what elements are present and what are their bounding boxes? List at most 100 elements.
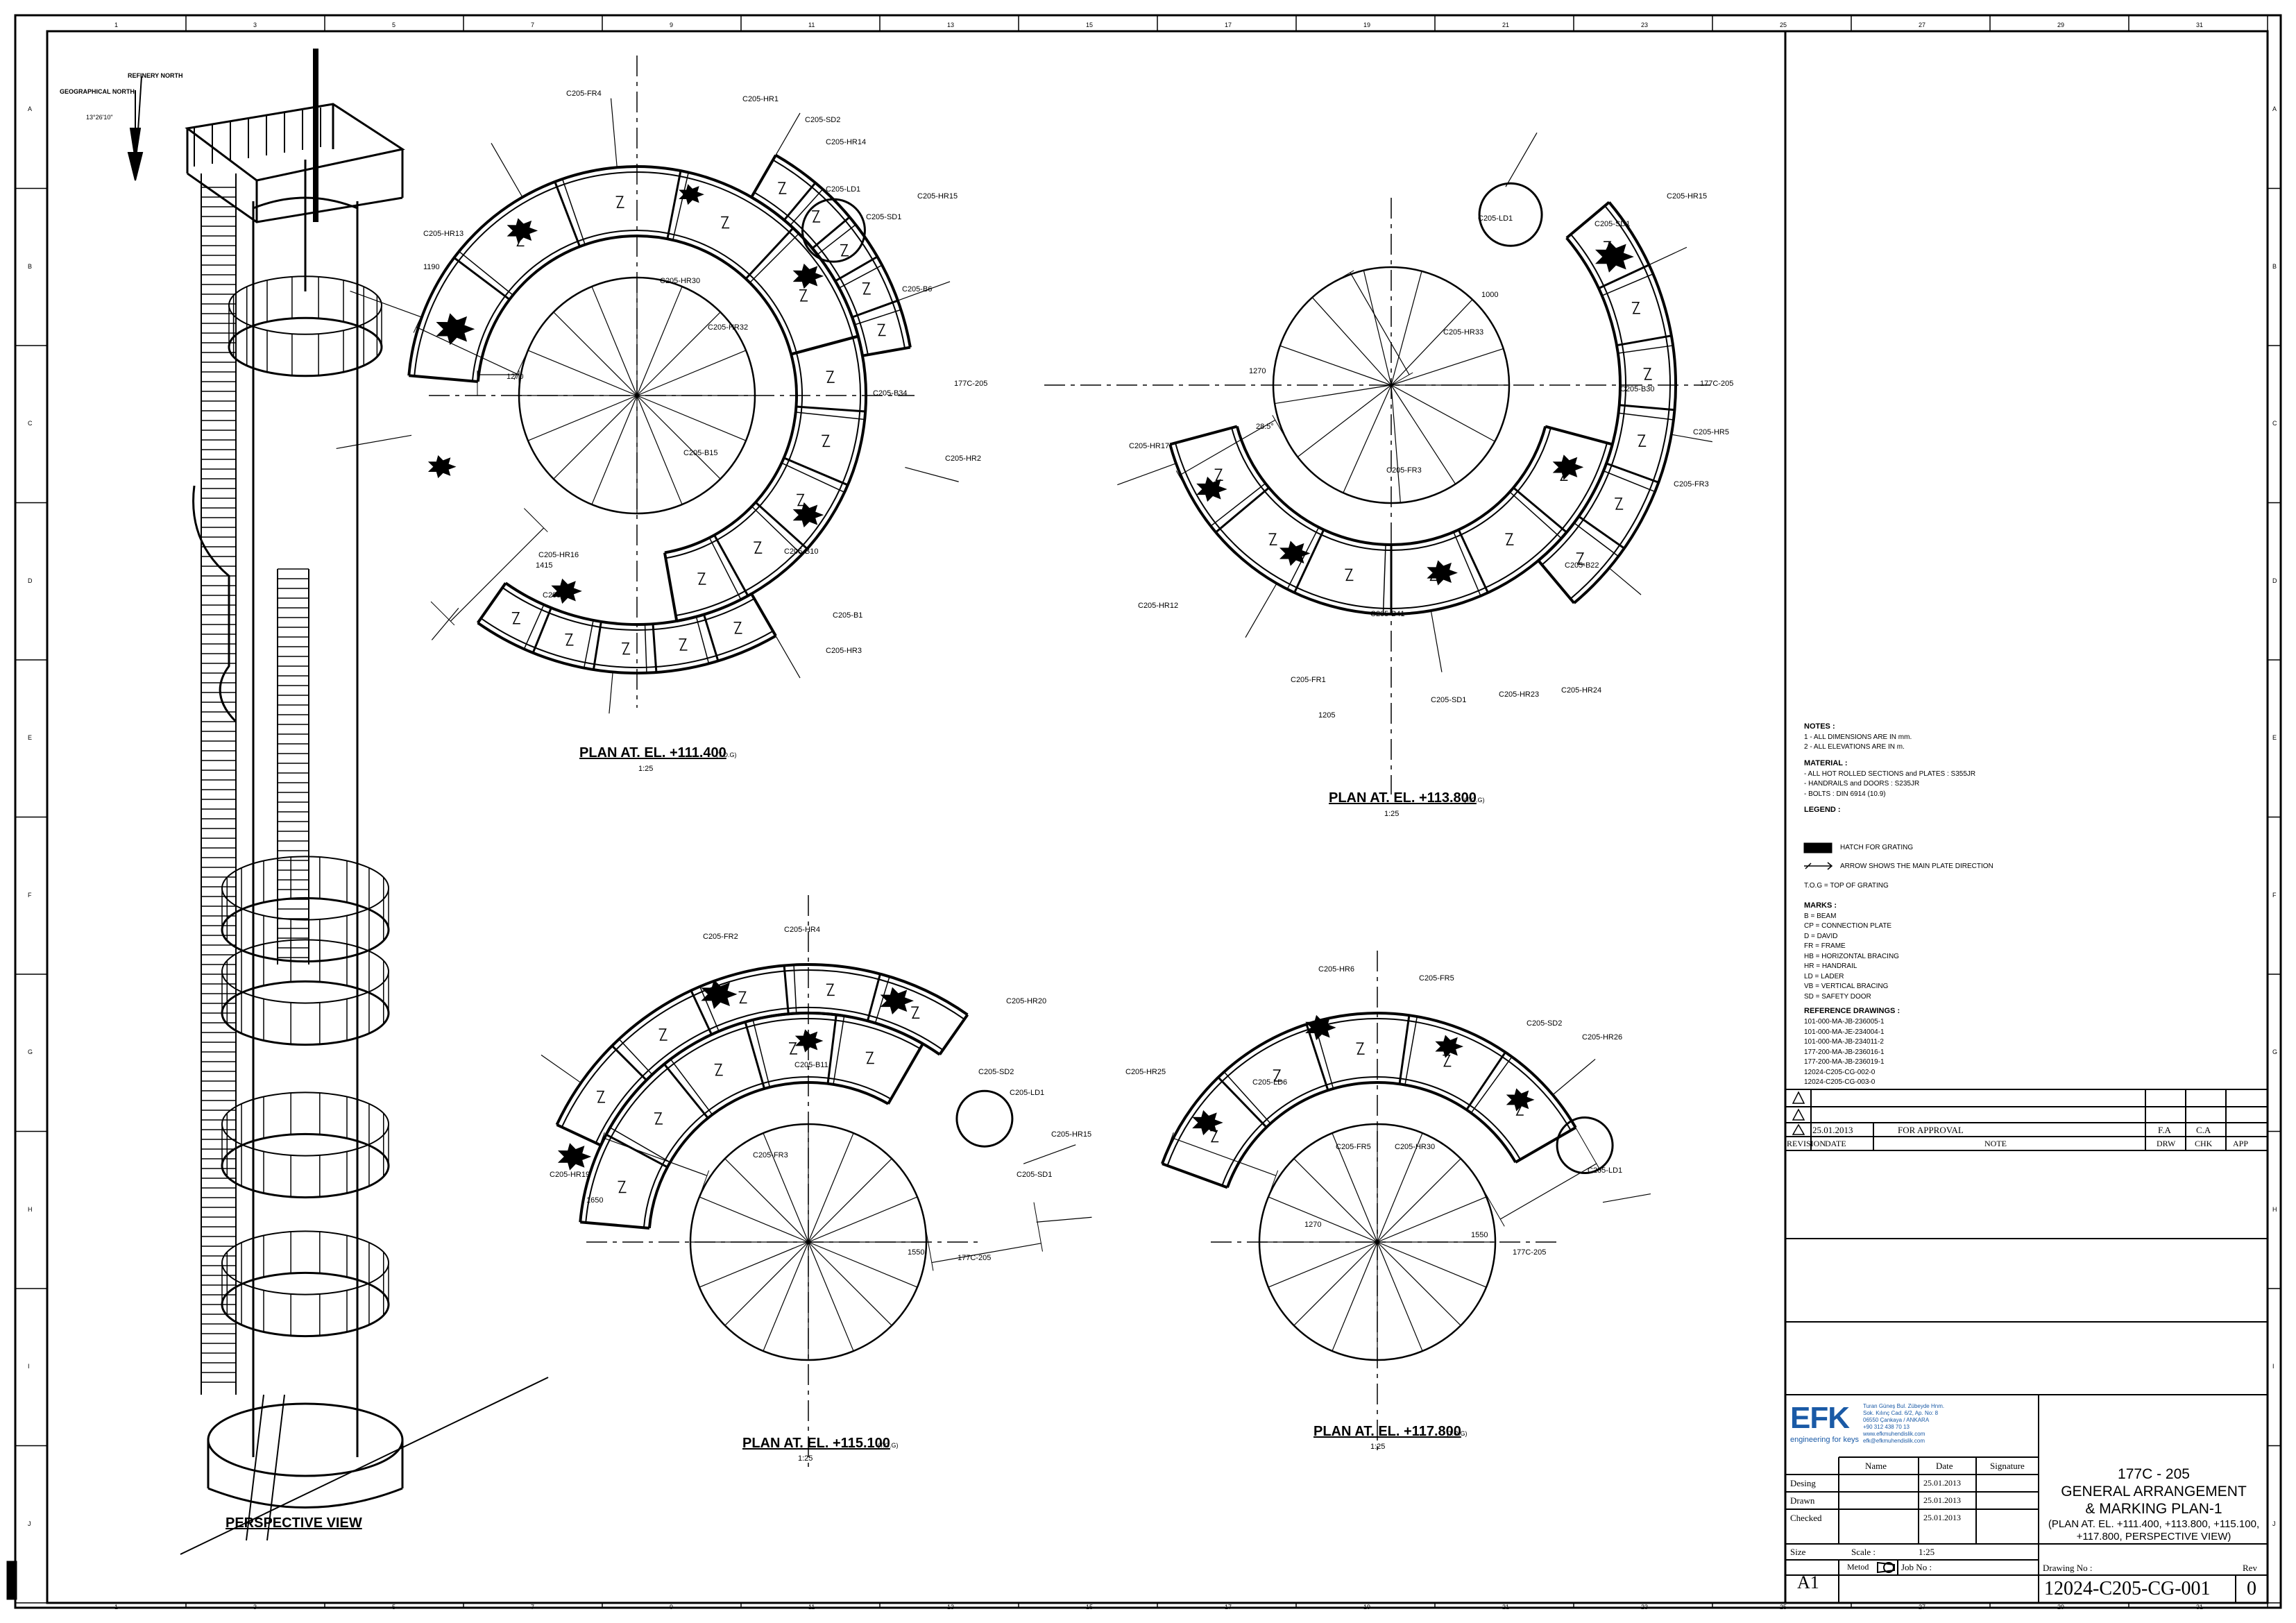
grid-row-label: J [2272, 1520, 2276, 1527]
material-line: - BOLTS : DIN 6914 (10.9) [1804, 790, 1886, 798]
plan-111400-drawing [336, 56, 959, 714]
tb-design-date: 25.01.2013 [1923, 1478, 1961, 1488]
member-mark-label: 177C-205 [954, 380, 988, 388]
plan1-tog: (T.O.G) [716, 751, 737, 758]
grid-ticks [15, 15, 2281, 1608]
plan-113800-drawing [1044, 132, 1712, 794]
member-mark-label: C205-HR30 [660, 277, 701, 285]
tb-drawn-label: Drawn [1790, 1495, 1815, 1506]
north-angle-label: 13°26'10" [86, 114, 113, 121]
grid-column-label: 29 [2057, 22, 2065, 28]
plan3-tog: (T.O.G) [878, 1442, 899, 1449]
member-mark-label: 1270 [507, 373, 524, 381]
member-mark-label: C205-HR6 [1318, 965, 1354, 974]
member-mark-label: C205-SD2 [805, 116, 841, 124]
title-block-lines [1784, 31, 2268, 1603]
grid-row-label: G [2272, 1048, 2278, 1056]
plan3-title: PLAN AT. EL. +115.100 [742, 1436, 890, 1451]
grid-column-label: 23 [1641, 22, 1649, 28]
member-mark-label: C205-FR5 [1419, 974, 1454, 983]
references-title: REFERENCE DRAWINGS : [1804, 1007, 1900, 1016]
perspective-view-tower [180, 49, 549, 1555]
reference-line: 177-200-MA-JB-236016-1 [1804, 1048, 1885, 1056]
member-mark-label: C205-FR3 [1674, 480, 1709, 488]
grid-row-label: I [28, 1363, 30, 1370]
grid-row-label: E [2272, 734, 2277, 742]
tb-checked-label: Checked [1790, 1513, 1822, 1523]
grid-column-label: 7 [531, 22, 535, 28]
tb-job-label: Job No : [1901, 1562, 1932, 1572]
member-mark-label: C205-B11 [794, 1061, 828, 1069]
title-line: (PLAN AT. EL. +111.400, +113.800, +115.1… [2048, 1518, 2260, 1530]
grid-column-label: 9 [670, 22, 674, 28]
tb-drawn-date: 25.01.2013 [1923, 1495, 1961, 1505]
member-mark-label: C205-HR24 [1561, 686, 1602, 695]
member-mark-label: 1270 [1304, 1221, 1322, 1229]
title-line: +117.800, PERSPECTIVE VIEW) [2076, 1530, 2231, 1543]
plan4-scale: 1:25 [1370, 1443, 1386, 1451]
tb-drawing-title: 177C - 205 GENERAL ARRANGEMENT & MARKING… [2042, 1465, 2265, 1543]
perspective-view-title: PERSPECTIVE VIEW [226, 1515, 362, 1531]
sheet-border-outer [14, 14, 2282, 1609]
member-mark-label: 1270 [1249, 367, 1266, 375]
company-tagline: engineering for keys [1790, 1436, 1860, 1444]
member-mark-label: C205-HR16 [538, 551, 579, 559]
grid-column-label: 29 [2057, 1604, 2065, 1611]
company-address: Turan Güneş Bul. Zübeyde Hnm. Sok. Kılın… [1863, 1403, 1944, 1445]
grid-row-label: C [2272, 420, 2277, 427]
tb-scale-value: 1:25 [1919, 1547, 1935, 1557]
member-mark-label: C205-HR15 [1051, 1130, 1092, 1139]
direction-arrow-icon [1804, 862, 1833, 870]
member-mark-label: C205-SD2 [1527, 1019, 1563, 1028]
grid-column-label: 5 [392, 22, 396, 28]
grid-row-label: I [2272, 1363, 2274, 1370]
grid-column-label: 7 [531, 1604, 535, 1611]
member-mark-label: C205-HR3 [826, 647, 862, 655]
member-mark-label: C205-HR12 [1138, 602, 1179, 610]
tb-checked-date: 25.01.2013 [1923, 1513, 1961, 1522]
grid-row-label: H [2272, 1205, 2277, 1213]
member-mark-label: C205-HR25 [1125, 1068, 1166, 1076]
member-mark-label: C205-FR5 [1336, 1143, 1371, 1151]
plan2-scale: 1:25 [1384, 810, 1400, 818]
tb-drawing-no: 12024-C205-CG-001 [2044, 1578, 2211, 1599]
reference-line: 101-000-MA-JE-234004-1 [1804, 1028, 1885, 1036]
note-line: 2 - ALL ELEVATIONS ARE IN m. [1804, 743, 1905, 751]
member-mark-label: C205-HR19 [550, 1171, 590, 1179]
member-mark-label: C205-SD1 [866, 213, 902, 221]
member-mark-label: C205-HR13 [423, 230, 464, 238]
grid-column-label: 21 [1502, 1604, 1510, 1611]
member-mark-label: C205-HR26 [1582, 1033, 1623, 1042]
grid-row-label: A [28, 105, 33, 113]
member-mark-label: 177C-205 [1513, 1248, 1547, 1257]
grid-row-label: A [2272, 105, 2277, 113]
address-line: www.efkmuhendislik.com [1863, 1431, 1925, 1437]
member-mark-label: C205-HR17 [1129, 442, 1170, 450]
member-mark-label: C205-B1 [833, 611, 863, 620]
member-mark-label: C205-FR3 [1386, 466, 1422, 475]
address-line: 06550 Çankaya / ANKARA [1863, 1417, 1930, 1423]
revision-triangles [1792, 1091, 1805, 1135]
title-line: & MARKING PLAN-1 [2085, 1501, 2222, 1518]
plan-117800-drawing [1161, 951, 1651, 1450]
member-mark-label: 1205 [1318, 711, 1336, 720]
mark-line: VB = VERTICAL BRACING [1804, 983, 1889, 991]
member-mark-label: 1000 [1481, 291, 1499, 299]
rev-header-chk: CHK [2195, 1139, 2213, 1148]
reference-line: 101-000-MA-JB-234011-2 [1804, 1038, 1884, 1046]
plan2-title: PLAN AT. EL. +113.800 [1329, 790, 1477, 806]
material-line: - ALL HOT ROLLED SECTIONS and PLATES : S… [1804, 770, 1976, 778]
member-mark-label: 1550 [1471, 1231, 1488, 1239]
company-logo: EFK [1790, 1401, 1850, 1435]
note-line: 1 - ALL DIMENSIONS ARE IN mm. [1804, 733, 1912, 741]
legend-title: LEGEND : [1804, 806, 1841, 815]
grid-row-label: J [28, 1520, 31, 1527]
grid-column-label: 5 [392, 1604, 396, 1611]
sheet-border-inner [46, 30, 2269, 1604]
mark-line: D = DAVID [1804, 932, 1838, 940]
member-mark-label: C205-HR30 [1395, 1143, 1436, 1151]
grid-column-label: 31 [2196, 22, 2204, 28]
rev-date: 25.01.2013 [1812, 1125, 1853, 1135]
member-mark-label: C205-LD1 [1010, 1089, 1045, 1097]
